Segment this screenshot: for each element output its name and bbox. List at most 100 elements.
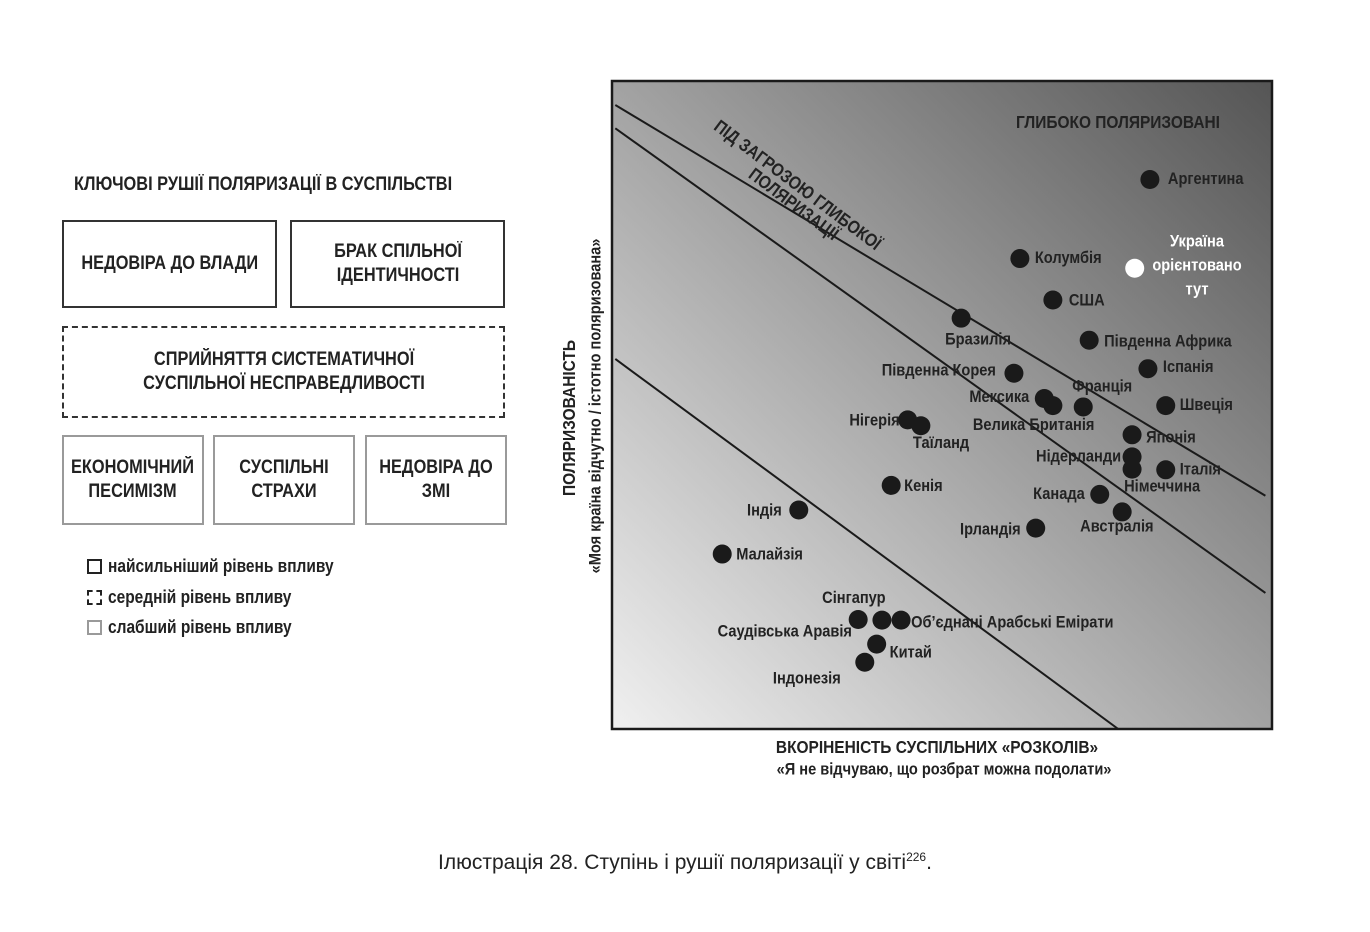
point-8-label-group: Іспанія (1163, 358, 1214, 376)
point-15-marker (1122, 425, 1142, 445)
point-18-marker (1156, 460, 1176, 480)
y-axis-title: ПОЛЯРИЗОВАНІСТЬ (559, 340, 579, 496)
point-9-label-group: Мексика (969, 388, 1029, 406)
point-8-marker (1138, 359, 1158, 379)
legend-label: середній рівень впливу (108, 586, 292, 607)
driver-box-systemic-injustice: СПРИЙНЯТТЯ СИСТЕМАТИЧНОЇ СУСПІЛЬНОЇ НЕСП… (62, 326, 505, 418)
ukraine-label-line-3: тут (1186, 281, 1209, 299)
driver-label: НЕДОВІРА ДО ЗМІ (379, 457, 493, 502)
point-24-label: Малайзія (736, 546, 803, 564)
driver-label: БРАК СПІЛЬНОЇ ІДЕНТИЧНОСТІ (333, 241, 462, 286)
point-4-label: США (1069, 292, 1105, 310)
point-3-label: Колумбія (1035, 249, 1102, 267)
point-3-marker (1010, 249, 1030, 269)
point-25-label: Сінгапур (822, 589, 886, 607)
point-19-marker (881, 475, 901, 495)
point-11-marker (1043, 396, 1063, 416)
point-18-label: Італія (1180, 460, 1221, 478)
point-10-marker (1073, 397, 1093, 417)
point-17-label: Німеччина (1124, 478, 1200, 496)
caption-text: Ілюстрація 28. Ступінь і рушії поляризац… (438, 851, 907, 874)
point-6-label-group: Південна Африка (1104, 333, 1232, 351)
point-28-marker (867, 634, 887, 654)
figure-caption: Ілюстрація 28. Ступінь і рушії поляризац… (0, 850, 1370, 875)
point-27-label: Об’єднані Арабські Емірати (911, 614, 1113, 632)
point-29-marker (855, 652, 875, 672)
point-3-label-group: Колумбія (1035, 249, 1102, 267)
point-22-marker (1026, 518, 1046, 538)
point-23-label-group: Індія (747, 502, 782, 520)
point-1-marker (1140, 169, 1160, 189)
point-7-label: Південна Корея (882, 362, 996, 380)
point-14-label-group: Таїланд (913, 434, 969, 452)
legend-square-light (87, 619, 102, 635)
point-14-label: Таїланд (913, 434, 969, 452)
caption-end: . (926, 851, 932, 874)
plot-frame (610, 79, 1274, 731)
point-10-label: Франція (1072, 377, 1132, 395)
legend-item-weak: слабший рівень впливу (87, 616, 322, 638)
driver-label: СУСПІЛЬНІ СТРАХИ (239, 457, 329, 502)
point-20-marker (1090, 484, 1110, 504)
y-axis-title-group: ПОЛЯРИЗОВАНІСТЬ (559, 340, 579, 496)
point-18-label-group: Італія (1180, 460, 1221, 478)
point-15-label-group: Японія (1146, 428, 1196, 446)
driver-label: НЕДОВІРА ДО ВЛАДИ (81, 253, 258, 274)
legend-square-dashed (87, 589, 102, 605)
point-15-label: Японія (1146, 428, 1196, 446)
zone-label-deeply-polarized: ГЛИБОКО ПОЛЯРИЗОВАНІ (1016, 112, 1220, 132)
point-17-label-group: Німеччина (1124, 478, 1200, 496)
point-17-marker (1122, 459, 1142, 479)
point-19-label: Кенія (904, 477, 942, 495)
y-axis-subtitle-group: «Моя країна відчутно / істотно поляризов… (587, 238, 605, 573)
point-11-label-group: Велика Британія (973, 416, 1095, 434)
point-24-label-group: Малайзія (736, 546, 803, 564)
point-7-label-group: Південна Корея (882, 362, 996, 380)
point-26-label-group: Саудівська Аравія (718, 623, 852, 641)
point-4-marker (1043, 290, 1063, 310)
drivers-title-text: КЛЮЧОВІ РУШІЇ ПОЛЯРИЗАЦІЇ В СУСПІЛЬСТВІ (74, 174, 453, 195)
driver-box-distrust-of-government: НЕДОВІРА ДО ВЛАДИ (62, 220, 277, 308)
point-21-label: Австралія (1080, 517, 1153, 535)
point-23-marker (789, 500, 809, 520)
point-1-label-group: Аргентина (1168, 170, 1244, 188)
ukraine-label-line-1-group: Україна (1170, 233, 1224, 251)
point-29-label: Індонезія (773, 670, 841, 688)
ukraine-label-line-1: Україна (1170, 233, 1224, 251)
point-27-marker (891, 610, 911, 630)
point-5-label: Бразилія (945, 331, 1011, 349)
driver-box-distrust-of-media: НЕДОВІРА ДО ЗМІ (365, 435, 507, 525)
point-26-marker (872, 610, 892, 630)
point-25-label-group: Сінгапур (822, 589, 886, 607)
legend-item-strong: найсильніший рівень впливу (87, 555, 370, 577)
point-21-label-group: Австралія (1080, 517, 1153, 535)
legend-item-medium: середній рівень впливу (87, 586, 321, 608)
point-6-marker (1079, 330, 1099, 350)
driver-label: СПРИЙНЯТТЯ СИСТЕМАТИЧНОЇ СУСПІЛЬНОЇ НЕСП… (142, 349, 425, 394)
point-12-marker (1156, 396, 1176, 416)
boundary-lines (614, 104, 1266, 729)
legend-square-solid (87, 558, 102, 574)
point-10-label-group: Франція (1072, 377, 1132, 395)
caption-footnote: 226 (906, 850, 927, 864)
point-23-label: Індія (747, 502, 782, 520)
x-axis-title: ВКОРІНЕНІСТЬ СУСПІЛЬНИХ «РОЗКОЛІВ» (776, 737, 1098, 757)
point-1-label: Аргентина (1168, 170, 1244, 188)
zone-label-deeply-polarized-group: ГЛИБОКО ПОЛЯРИЗОВАНІ (1016, 112, 1220, 132)
x-axis-title-group: ВКОРІНЕНІСТЬ СУСПІЛЬНИХ «РОЗКОЛІВ» (776, 737, 1098, 757)
point-13-label: Нігерія (849, 411, 899, 429)
driver-box-economic-pessimism: ЕКОНОМІЧНИЙ ПЕСИМІЗМ (62, 435, 204, 525)
driver-label: ЕКОНОМІЧНИЙ ПЕСИМІЗМ (71, 457, 195, 502)
point-14-marker (911, 416, 931, 436)
point-5-marker (951, 308, 971, 328)
point-20-label: Канада (1033, 485, 1085, 503)
ukraine-label-line-2-group: орієнтовано (1152, 257, 1242, 275)
point-4-label-group: США (1069, 292, 1105, 310)
zone-boundary-line-2 (614, 127, 1266, 594)
point-28-label-group: Китай (890, 644, 932, 662)
point-6-label: Південна Африка (1104, 333, 1232, 351)
zone-boundary-line-3 (614, 358, 1119, 729)
point-27-label-group: Об’єднані Арабські Емірати (911, 614, 1113, 632)
point-24-marker (712, 544, 732, 564)
ukraine-label-line-3-group: тут (1186, 281, 1209, 299)
